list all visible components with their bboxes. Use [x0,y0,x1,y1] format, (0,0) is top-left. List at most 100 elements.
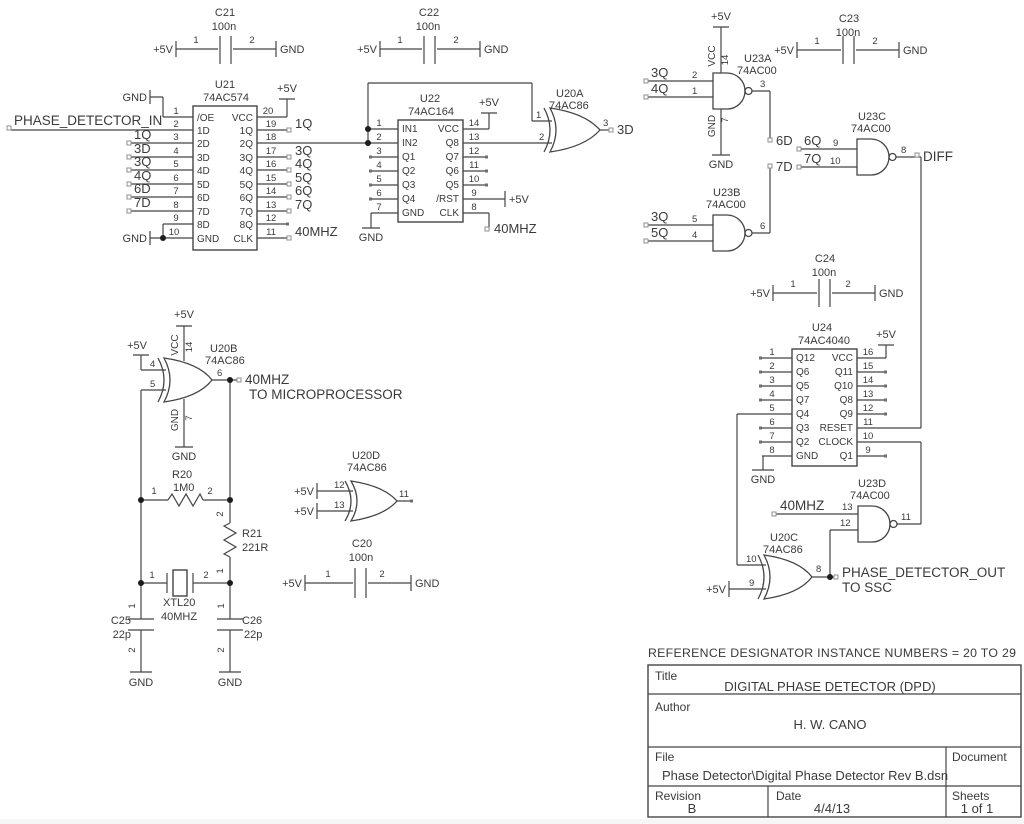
oscillator-network: R20 1M0 1 2 R21 221R 2 1 1 2 XTL20 40MHZ… [111,469,269,689]
u21-pin-name: 8Q [240,220,254,231]
c24-value: 100n [812,267,836,279]
net-4q: 4Q [295,156,312,171]
net-diff: DIFF [923,149,953,164]
net-6d: 6D [134,181,151,196]
u21-pin-num: 5 [173,159,178,170]
u23a-pin3: 3 [760,79,765,90]
u24-pin-num: 1 [769,347,774,358]
u20c-pin9: 9 [749,578,754,589]
r20-value: 1M0 [173,482,194,494]
u22-pin-num: 9 [471,188,476,199]
c24-ref: C24 [815,253,835,265]
u23b-ref: U23B [713,187,741,199]
u20b-pin4-p5v-label: +5V [127,340,148,352]
c25-ref: C25 [111,615,131,627]
u21-pin-name: GND [197,234,219,245]
c22-p5v-label: +5V [357,44,378,56]
u21-pin-name: 2D [197,139,210,150]
c23-p5v-label: +5V [774,45,795,57]
net-1q: 1Q [295,116,312,131]
u23d-part: 74AC00 [850,490,890,502]
u22-pin-num: 7 [376,202,381,213]
u22-pin-num: 10 [469,174,480,185]
ic-u22: U22 74AC164 +5V +5V GND 40MHZ 1 2 3 4 5 … [359,82,552,244]
file-label: File [655,750,675,764]
c20-pin1: 1 [325,569,330,580]
revision-value: B [688,801,697,816]
xtl20-pin2: 2 [203,570,208,581]
u21-pin-num: 11 [266,227,276,238]
u21-pin-name: /OE [197,113,215,124]
u21-pin-num: 19 [266,119,277,130]
net-4q: 4Q [134,168,151,183]
u21-pin-num: 9 [173,213,178,224]
u21-pin-num: 17 [266,146,277,157]
c21-p5v-label: +5V [153,44,174,56]
u21-p5v-label: +5V [277,83,298,95]
u22-part: 74AC164 [408,106,454,118]
u23a-gnd: GND [707,115,718,137]
u21-pin-name: 1D [197,126,210,137]
u22-pin-num: 6 [376,188,381,199]
u23a-pin2: 2 [692,70,697,81]
u23d-pin11: 11 [901,512,911,523]
u22-ref: U22 [420,93,440,105]
u20d-part: 74AC86 [347,462,387,474]
u23b-pin4: 4 [692,230,697,241]
u22-rst-p5v-label: +5V [509,194,530,206]
u22-pin-name: Q2 [402,166,416,177]
capacitor-c24: C24 100n +5V 1 2 GND [750,253,904,307]
net-1q: 1Q [134,127,151,142]
u23c-ref: U23C [858,111,886,123]
c22-pin2: 2 [453,35,458,46]
u24-pin-name: Q9 [840,409,854,420]
u24-wires [736,344,922,565]
u22-pin-name: Q5 [446,180,460,191]
u21-pin-name: CLK [234,234,254,245]
net-6d: 6D [776,133,793,148]
u20b-pin5: 5 [150,379,155,390]
u20d-ref: U20D [352,450,380,462]
u24-pin-num: 14 [863,375,874,386]
u21-pin-name: 2Q [240,139,254,150]
net-phase-detector-in: PHASE_DETECTOR_IN [14,113,162,128]
u24-pin-num: 13 [863,389,874,400]
net-7q: 7Q [804,151,821,166]
gate-u23c: U23C 74AC00 6Q 7Q 9 10 8 DIFF [796,111,953,428]
u20d-p5v-label-2: +5V [294,506,315,518]
u22-wires [362,82,552,229]
u21-pin-name: 4D [197,166,210,177]
c20-gnd-label: GND [415,578,440,590]
u23c-pin9: 9 [833,138,838,149]
capacitor-c21: C21 100n +5V 1 2 GND [153,7,305,64]
u21-pin-name: 5D [197,180,210,191]
u21-pin-num: 4 [173,146,178,157]
u20b-vcc: VCC [170,334,181,355]
u22-pin-name: Q7 [446,152,460,163]
net-5q: 5Q [295,170,312,185]
u22-pin-num: 1 [376,118,381,129]
u20a-pin2: 2 [539,132,544,143]
c20-pin2: 2 [379,569,384,580]
title-label: Title [655,669,678,683]
u23a-vcc-pin: 14 [720,55,731,66]
r20-pin1: 1 [151,486,156,497]
c22-gnd-label: GND [484,44,509,56]
u21-pin-name: 4Q [240,166,254,177]
gate-u20d: U20D 74AC86 +5V +5V 12 13 11 [294,450,413,522]
u24-pin-name: Q5 [796,381,810,392]
u20b-pin6: 6 [217,368,222,379]
u20d-pin11: 11 [399,489,409,500]
u23d-pin13: 13 [842,502,853,513]
u24-pin-name: Q10 [834,381,853,392]
u24-pin-num: 2 [769,361,774,372]
u24-pin-name: Q7 [796,395,810,406]
u24-pin-name: CLOCK [819,437,854,448]
c21-ref: C21 [215,7,235,19]
r21-value: 221R [242,542,268,554]
c21-pin2: 2 [249,35,254,46]
net-7q: 7Q [295,197,312,212]
u23a-gnd-label: GND [709,159,734,171]
u24-pin-num: 16 [863,347,874,358]
